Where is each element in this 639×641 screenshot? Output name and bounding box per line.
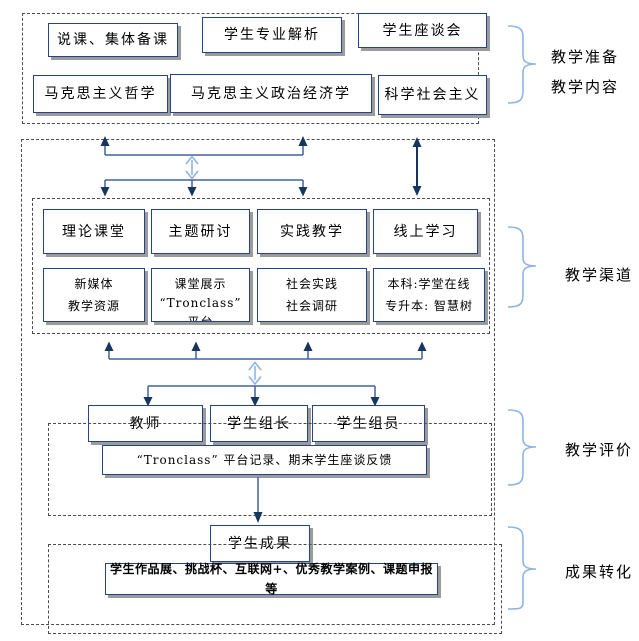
node-marxist-philosophy: 马克思主义哲学 bbox=[33, 75, 168, 113]
outer-process-frame bbox=[21, 139, 495, 625]
node-achievement-items: 学生作品展、挑战杯、互联网+、优秀教学案例、课题申报等 bbox=[105, 562, 438, 596]
channel-section-frame bbox=[32, 198, 490, 334]
label-teaching-content: 教学内容 bbox=[551, 78, 620, 96]
outcome-section-frame bbox=[48, 544, 502, 634]
node-political-economy: 马克思主义政治经济学 bbox=[170, 74, 372, 113]
prep-section-frame bbox=[22, 13, 479, 124]
node-student-forum: 学生座谈会 bbox=[358, 13, 487, 48]
node-new-media: 新媒体 教学资源 bbox=[43, 268, 145, 322]
node-online-platforms: 本科:学堂在线 专升本: 智慧树 bbox=[373, 268, 485, 322]
node-practice-teaching: 实践教学 bbox=[257, 209, 367, 254]
node-topic-seminar: 主题研讨 bbox=[151, 209, 250, 254]
node-scientific-socialism: 科学社会主义 bbox=[378, 75, 487, 115]
brace-channel bbox=[507, 226, 537, 308]
node-online-learning: 线上学习 bbox=[373, 209, 478, 254]
evaluation-section-frame bbox=[48, 423, 492, 516]
label-teaching-channel: 教学渠道 bbox=[565, 266, 634, 284]
label-teaching-prep: 教学准备 bbox=[551, 48, 620, 66]
node-evaluation-record: “Tronclass” 平台记录、期末学生座谈反馈 bbox=[102, 445, 427, 475]
brace-prep bbox=[507, 25, 537, 104]
node-tronclass-platform: 课堂展示 “Tronclass” 平台 bbox=[151, 268, 250, 322]
node-student-achievement: 学生成果 bbox=[210, 525, 310, 562]
node-major-analysis: 学生专业解析 bbox=[202, 17, 342, 53]
label-outcome-transform: 成果转化 bbox=[565, 563, 634, 581]
brace-outcome bbox=[507, 526, 537, 610]
brace-evaluation bbox=[507, 409, 537, 486]
label-teaching-evaluation: 教学评价 bbox=[565, 441, 634, 459]
node-lesson-prep: 说课、集体备课 bbox=[48, 23, 178, 57]
node-social-practice: 社会实践 社会调研 bbox=[257, 268, 367, 322]
node-theory-class: 理论课堂 bbox=[43, 209, 145, 254]
